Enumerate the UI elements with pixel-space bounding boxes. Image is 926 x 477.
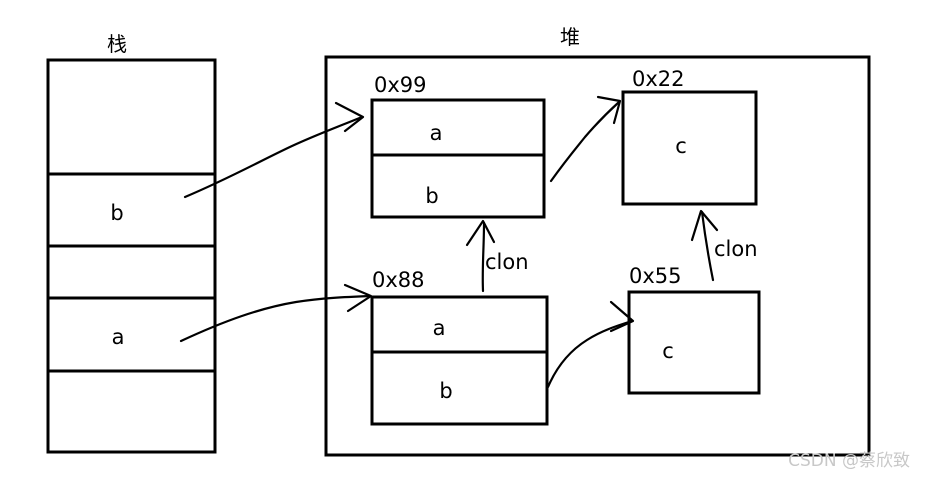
object-0x55-field-c: c: [662, 339, 674, 363]
object-0x22-address: 0x22: [632, 67, 685, 91]
object-0x99-box: [370, 98, 546, 219]
clone-label-left: clon: [485, 250, 529, 274]
stack-title: 栈: [107, 32, 127, 56]
arrow-clone-0x55-to-0x22: [690, 209, 719, 282]
object-0x88-box: [370, 295, 549, 426]
object-0x88-address: 0x88: [372, 268, 425, 292]
object-0x99-address: 0x99: [374, 73, 427, 97]
arrow-0x88-b-to-0x55: [546, 300, 635, 389]
clone-label-right: clon: [714, 237, 758, 261]
stack-slot-b-label: b: [110, 201, 123, 225]
stack-column: [46, 58, 217, 454]
heap-title: 堆: [560, 25, 580, 49]
arrow-stack-b-to-0x99: [183, 101, 365, 199]
object-0x99-field-a: a: [430, 121, 443, 145]
object-0x88-field-a: a: [433, 316, 446, 340]
object-0x99-field-b: b: [425, 184, 438, 208]
object-0x22-box: [621, 90, 758, 206]
stack-frame: [46, 58, 217, 454]
arrow-clone-0x88-to-0x99: [465, 219, 496, 293]
arrow-0x99-b-to-0x22: [549, 95, 622, 183]
watermark-text: CSDN @蔡欣致: [788, 451, 910, 471]
object-0x88-field-b: b: [439, 379, 452, 403]
object-0x55-box: [627, 290, 761, 395]
stack-slot-a-label: a: [112, 325, 125, 349]
object-0x55-address: 0x55: [629, 264, 682, 288]
object-0x22-field-c: c: [675, 134, 687, 158]
arrow-stack-a-to-0x88: [179, 283, 373, 343]
heap-frame: [324, 55, 871, 457]
